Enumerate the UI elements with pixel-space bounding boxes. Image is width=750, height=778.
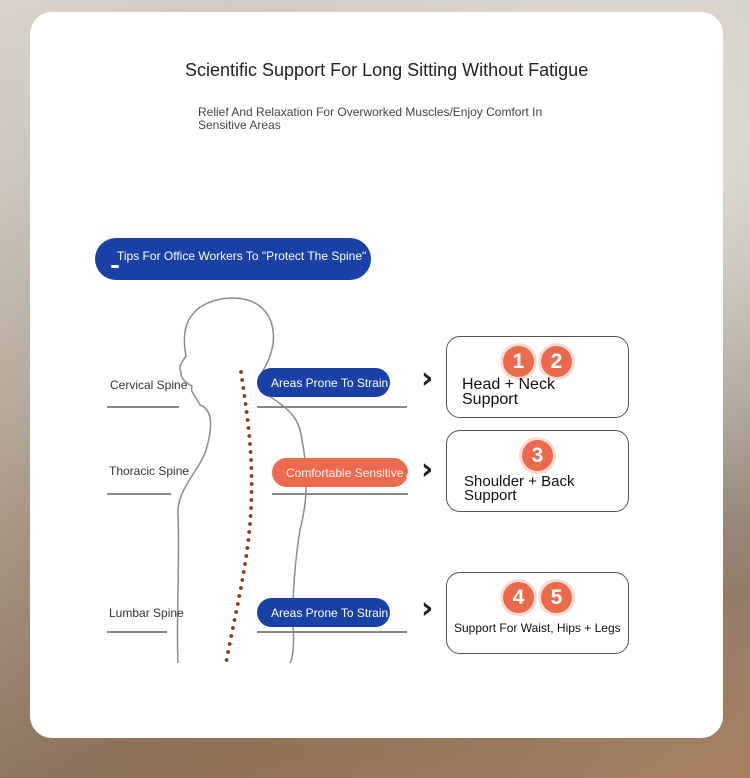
spine-dot: [240, 578, 245, 582]
chevron-right-icon: ›: [421, 591, 434, 626]
spine-dot: [246, 426, 251, 430]
spine-dot: [231, 626, 235, 630]
spine-dot: [249, 506, 254, 510]
spine-dot: [241, 386, 246, 390]
cervical-rule: [107, 406, 179, 408]
silhouette-outline: [176, 297, 307, 664]
thoracic-spine-label: Thoracic Spine: [109, 464, 190, 478]
spine-dot: [249, 482, 254, 486]
tips-dash: [111, 265, 119, 268]
tips-label: Tips For Office Workers To "Protect The …: [117, 249, 367, 263]
spine-dot: [248, 450, 253, 454]
waist-hips-legs-line1: Support For Waist, Hips + Legs: [454, 621, 621, 635]
spine-dot: [239, 586, 243, 590]
spine-dot: [229, 634, 234, 638]
badge-2: 2: [541, 346, 572, 377]
spine-dot: [241, 570, 246, 574]
spine-dot: [243, 402, 248, 406]
spine-dot: [244, 410, 249, 414]
cervical-strain-pill: Areas Prone To Strain: [257, 368, 390, 397]
spine-dot: [234, 610, 239, 614]
thoracic-pill-rule: [272, 493, 408, 495]
badge-4: 4: [503, 582, 534, 613]
page-subtitle: Relief And Relaxation For Overworked Mus…: [198, 105, 543, 132]
cervical-spine-label: Cervical Spine: [110, 378, 188, 392]
lumbar-pill-rule: [257, 631, 407, 633]
thoracic-rule: [107, 493, 171, 495]
spine-dot: [243, 562, 247, 566]
shoulder-back-line1: Shoulder + Back: [464, 473, 575, 490]
spine-dot: [245, 418, 250, 422]
chevron-right-icon: ›: [421, 361, 434, 396]
lumbar-rule: [107, 631, 167, 633]
tips-banner: Tips For Office Workers To "Protect The …: [95, 238, 371, 280]
spine-dot: [249, 474, 254, 478]
spine-dot: [237, 594, 242, 598]
spine-dot: [226, 650, 231, 654]
page-title: Scientific Support For Long Sitting With…: [185, 60, 589, 80]
spine-dot: [240, 378, 245, 382]
spine-dot: [239, 370, 243, 374]
spine-dot: [249, 466, 254, 470]
spine-dot: [235, 602, 240, 606]
spine-dot: [247, 530, 252, 534]
chevron-right-icon: ›: [421, 452, 434, 487]
spine-dot: [247, 434, 252, 438]
spine-dot: [246, 538, 251, 542]
spine-dots: [224, 370, 254, 662]
badge-5: 5: [541, 582, 572, 613]
spine-dot: [244, 554, 249, 558]
spine-dot: [248, 442, 252, 446]
spine-dot: [232, 618, 237, 622]
thoracic-comfort-pill: Comfortable Sensitive Areas: [272, 458, 408, 487]
shoulder-back-support-box: 3 Shoulder + Back Support: [446, 430, 629, 512]
head-neck-line2: Support: [462, 391, 519, 408]
spine-dot: [224, 658, 229, 662]
cervical-pill-rule: [257, 406, 407, 408]
spine-dot: [248, 522, 252, 526]
lumbar-strain-pill: Areas Prone To Strain: [257, 598, 390, 627]
shoulder-back-line2: Support: [464, 487, 517, 504]
spine-dot: [249, 490, 254, 494]
spine-dot: [249, 458, 254, 462]
spine-dot: [242, 394, 247, 398]
head-neck-line1: Head + Neck: [462, 376, 555, 393]
waist-hips-legs-support-box: 4 5 Support For Waist, Hips + Legs: [446, 572, 629, 654]
spine-dot: [227, 642, 232, 646]
badge-3: 3: [522, 440, 553, 471]
head-neck-support-box: 1 2 Head + Neck Support: [446, 336, 629, 418]
spine-dot: [245, 546, 250, 550]
spine-dot: [249, 498, 254, 502]
badge-1: 1: [503, 346, 534, 377]
spine-dot: [248, 514, 253, 518]
lumbar-spine-label: Lumbar Spine: [109, 606, 184, 620]
